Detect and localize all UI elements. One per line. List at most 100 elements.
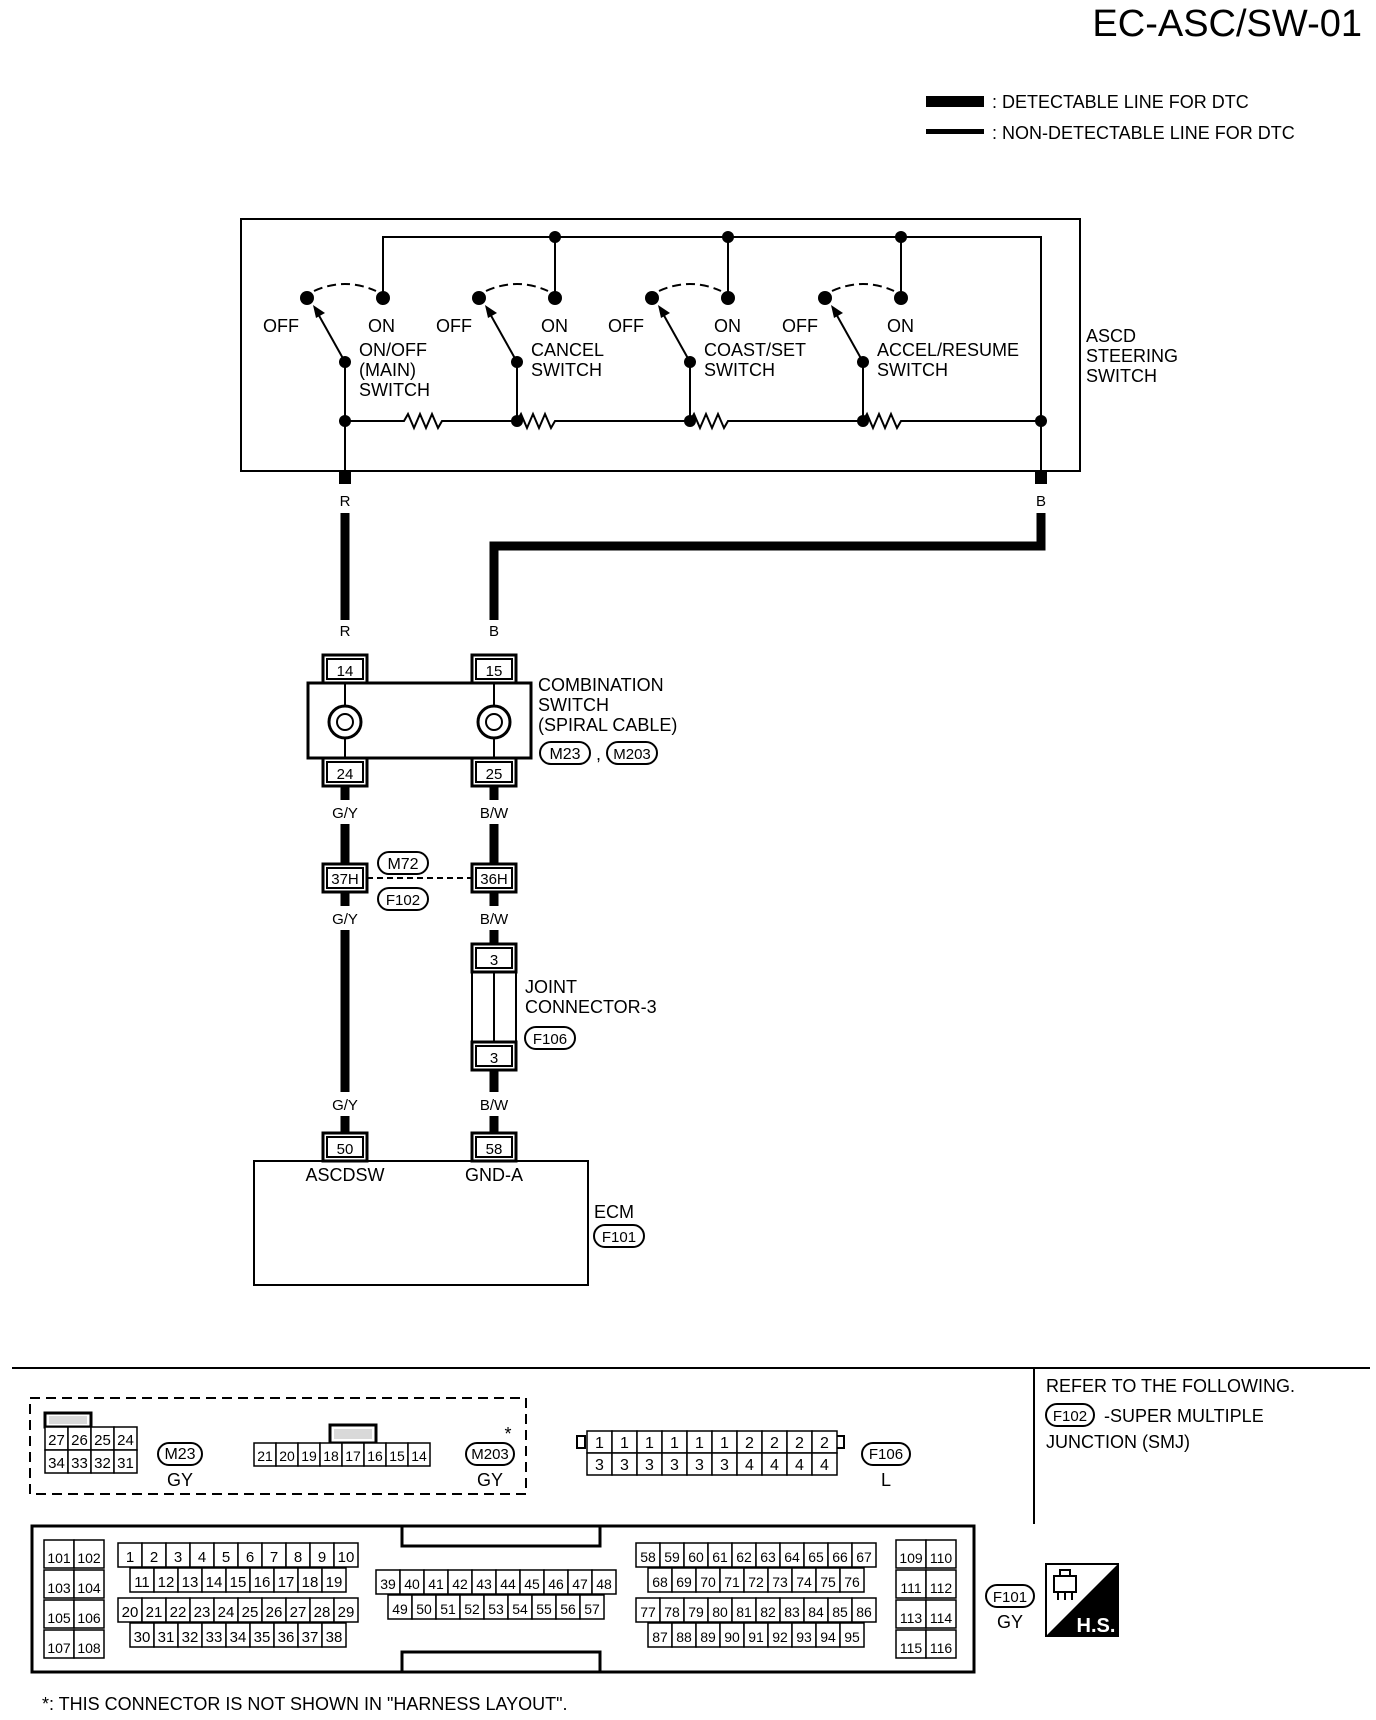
pin-cell <box>555 1594 581 1620</box>
pin-number: 49 <box>392 1601 408 1617</box>
pin-cell <box>567 1569 593 1595</box>
pin-cell <box>507 1594 533 1620</box>
accel-resume-switch: OFF ON ACCEL/RESUME SWITCH <box>782 283 1019 421</box>
pin-cell <box>791 1567 817 1593</box>
pin-number: 17 <box>278 1574 295 1591</box>
pin-number: 1 <box>595 1435 604 1452</box>
pin-cell <box>321 1567 347 1593</box>
on-label: ON <box>541 316 568 336</box>
pin-number: 106 <box>77 1610 101 1626</box>
pin-cell <box>129 1567 155 1593</box>
refer-note: REFER TO THE FOLLOWING. F102 -SUPER MULT… <box>1045 1376 1295 1452</box>
pin-number: 3 <box>595 1457 604 1474</box>
pin-cell <box>827 1542 853 1568</box>
pin-cell <box>297 1567 323 1593</box>
pin-number: 56 <box>560 1601 576 1617</box>
pin-number: 13 <box>182 1574 199 1591</box>
pin-number: 12 <box>158 1574 175 1591</box>
pin-cell <box>695 1622 721 1648</box>
pin-number: 5 <box>222 1549 230 1566</box>
pin-number: 37 <box>302 1629 319 1646</box>
pin-cell <box>767 1567 793 1593</box>
pin-number: 85 <box>832 1604 848 1620</box>
pin-3-top: 3 <box>490 952 498 969</box>
f106-id: F106 <box>869 1446 903 1463</box>
pin-cell <box>925 1569 957 1599</box>
pin-number: 116 <box>930 1640 953 1656</box>
pin-number: 22 <box>170 1604 187 1621</box>
pin-number: 16 <box>367 1448 383 1464</box>
pin-cell <box>165 1597 191 1623</box>
pin-number: 27 <box>48 1432 65 1449</box>
pin-number: 54 <box>512 1601 528 1617</box>
wire-color-b: B <box>489 623 499 640</box>
m23-color: GY <box>167 1470 193 1490</box>
pin-number: 53 <box>488 1601 504 1617</box>
wire-color-r: R <box>340 623 351 640</box>
pin-number: 94 <box>820 1629 836 1645</box>
pin-number: 107 <box>47 1640 71 1656</box>
harness-wires: R R B B G/Y B/W G/Y B/W G/Y B/W <box>332 493 1046 1114</box>
pin-cell <box>743 1567 769 1593</box>
pin-number: 63 <box>760 1549 776 1565</box>
pin-number: 15 <box>230 1574 247 1591</box>
pin-cell <box>333 1542 359 1568</box>
pin-number: 46 <box>548 1576 564 1592</box>
pin-cell <box>779 1597 805 1623</box>
pin-cell <box>73 1629 105 1659</box>
pin-number: 110 <box>930 1550 953 1566</box>
pin-number: 3 <box>620 1457 629 1474</box>
pin-number: 36 <box>278 1629 295 1646</box>
pin-15: 15 <box>486 663 503 680</box>
pin-number: 8 <box>294 1549 302 1566</box>
pin-number: 34 <box>230 1629 247 1646</box>
pin-cell <box>925 1539 957 1569</box>
pin-number: 25 <box>94 1432 111 1449</box>
pin-number: 77 <box>640 1604 656 1620</box>
pin-cell <box>213 1542 239 1568</box>
pin-number: 60 <box>688 1549 704 1565</box>
pin-number: 114 <box>930 1610 953 1626</box>
pin-number: 20 <box>279 1448 295 1464</box>
pin-number: 84 <box>808 1604 824 1620</box>
m203-id: M203 <box>471 1446 509 1463</box>
pin-number: 52 <box>464 1601 480 1617</box>
pin-number: 89 <box>700 1629 716 1645</box>
top-bus-wire <box>382 236 1042 421</box>
refer-connector: F102 <box>1053 1408 1087 1425</box>
pin-number: 64 <box>784 1549 800 1565</box>
pin-number: 78 <box>664 1604 680 1620</box>
off-label: OFF <box>608 316 644 336</box>
pin-number: 70 <box>700 1574 716 1590</box>
switch-label-line: SWITCH <box>359 380 430 400</box>
pin-number: 90 <box>724 1629 740 1645</box>
pin-number: 91 <box>748 1629 764 1645</box>
ascd-steering-switch: ASCD STEERING SWITCH OFF ON <box>240 218 1178 484</box>
pin-cell <box>411 1594 437 1620</box>
pin-number: 79 <box>688 1604 704 1620</box>
junction-dot <box>549 231 561 243</box>
not-in-layout-group <box>29 1397 527 1495</box>
pin-number: 68 <box>652 1574 668 1590</box>
pin-cell <box>811 1452 838 1476</box>
pin-cell <box>671 1567 697 1593</box>
pin-cell <box>153 1567 179 1593</box>
on-label: ON <box>368 316 395 336</box>
pin-number: 113 <box>900 1610 923 1626</box>
pin-number: 11 <box>134 1574 150 1591</box>
pin-number: 88 <box>676 1629 692 1645</box>
refer-line-1: -SUPER MULTIPLE <box>1104 1406 1264 1426</box>
pin-cell <box>177 1622 203 1648</box>
wire-color-b: B <box>1036 493 1046 510</box>
refer-title: REFER TO THE FOLLOWING. <box>1046 1376 1295 1396</box>
pin-cell <box>815 1622 841 1648</box>
pin-cell <box>189 1542 215 1568</box>
pin-number: 3 <box>720 1457 729 1474</box>
pin-number: 3 <box>695 1457 704 1474</box>
wire-color-gy: G/Y <box>332 805 358 822</box>
pin-number: 55 <box>536 1601 552 1617</box>
on-label: ON <box>714 316 741 336</box>
pin-number: 47 <box>572 1576 588 1592</box>
